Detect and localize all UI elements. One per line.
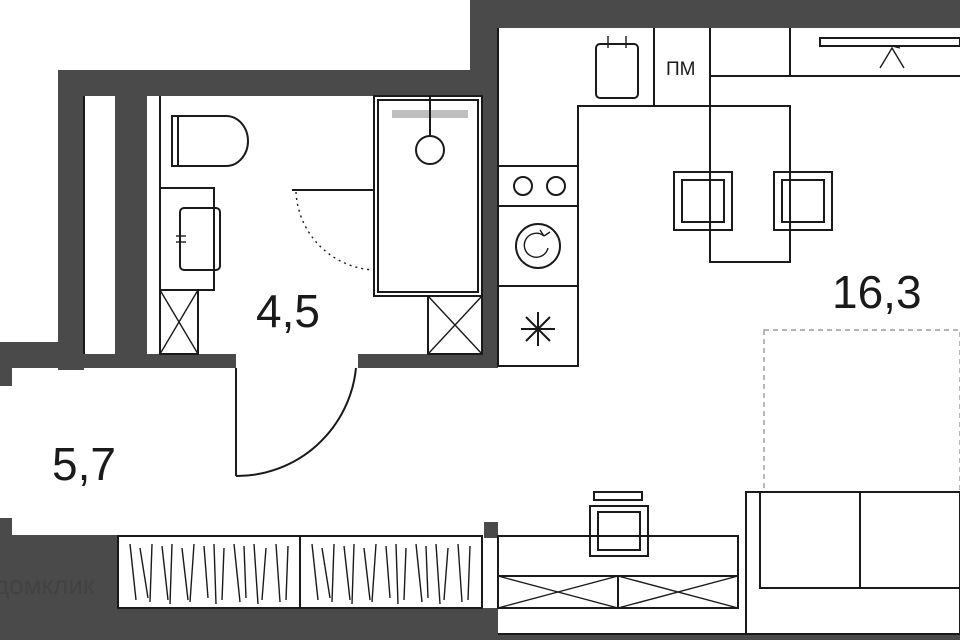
hallway: 5,7 — [52, 367, 483, 609]
chair-right-icon — [773, 171, 833, 231]
bathroom: 4,5 — [159, 95, 483, 355]
desk — [497, 535, 739, 609]
living-area-label: 16,3 — [832, 266, 922, 318]
cabinet-box-right — [427, 295, 483, 355]
bathroom-sink-icon — [159, 187, 221, 291]
desk-chair-icon — [589, 491, 649, 557]
fridge-icon — [497, 285, 579, 367]
watermark-text: домклик — [0, 570, 95, 600]
dishwasher-label: ПМ — [666, 59, 695, 80]
cooktop-icon — [497, 165, 579, 207]
wardrobe — [117, 535, 483, 609]
chair-left-icon — [673, 171, 733, 231]
washing-machine-icon — [497, 205, 579, 287]
bed-outline — [763, 329, 960, 493]
living-room: 16,3 — [497, 105, 960, 635]
shower-icon — [373, 95, 483, 297]
hallway-area-label: 5,7 — [52, 438, 116, 490]
toilet-icon — [171, 115, 249, 167]
sofa-icon — [745, 491, 960, 635]
bathroom-area-label: 4,5 — [256, 285, 320, 337]
cabinet-box-left — [159, 289, 199, 355]
dining-table — [709, 105, 791, 263]
kitchen-sink-icon — [595, 36, 639, 99]
kitchen: ПМ — [497, 28, 960, 367]
window-radiator-icon — [819, 37, 960, 69]
